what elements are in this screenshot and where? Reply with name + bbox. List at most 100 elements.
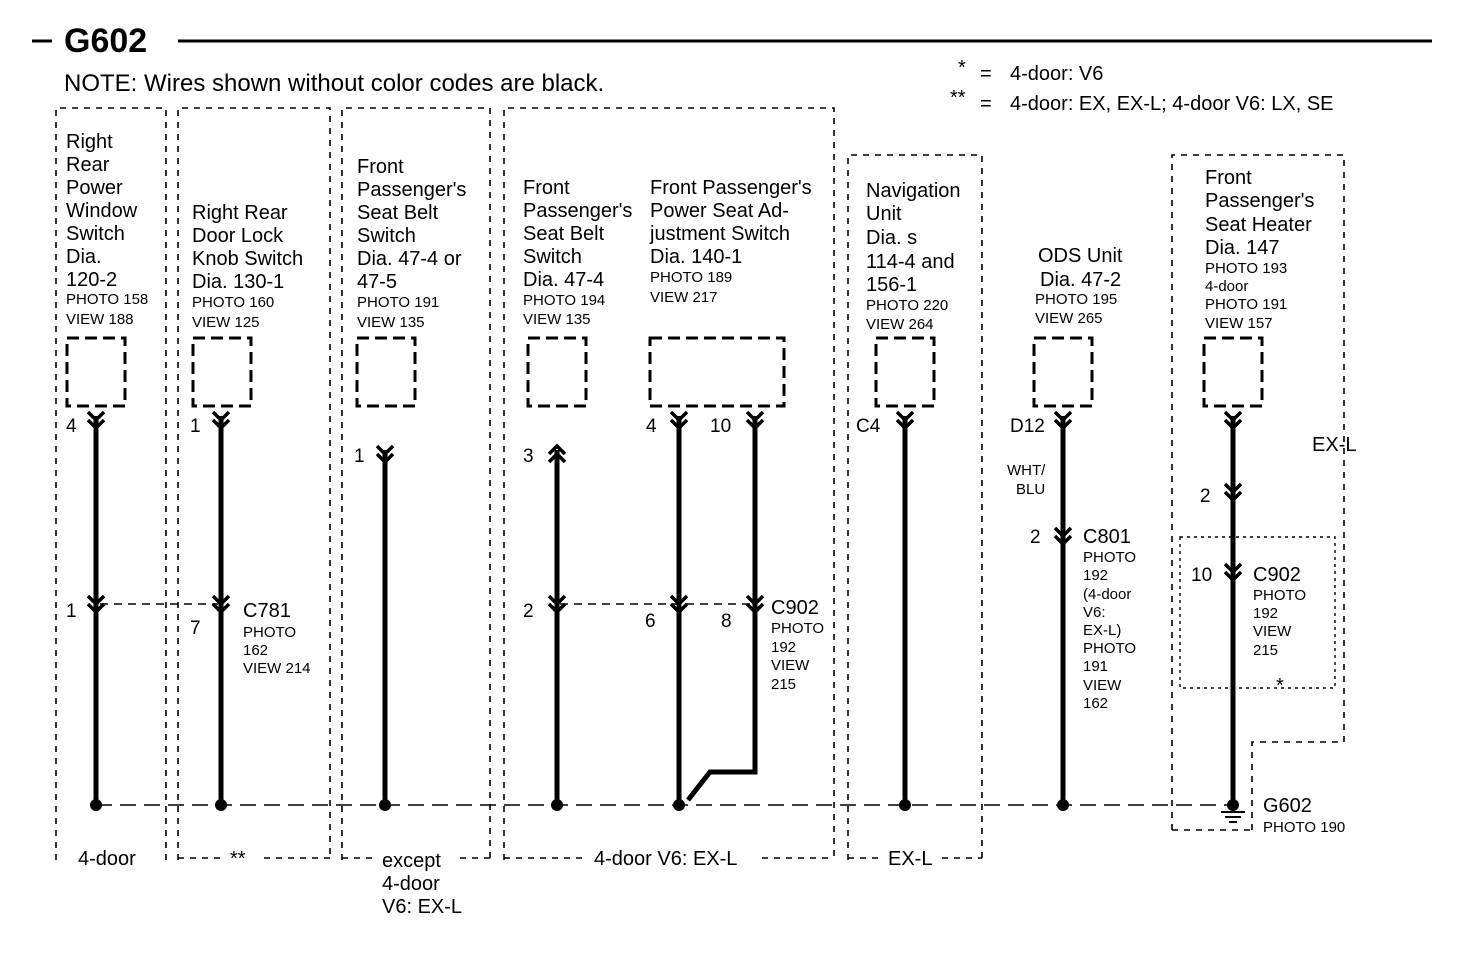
footer-label: 4-door (382, 873, 440, 895)
svg-text:WHT/ BLU: WHT/ BLU (1007, 462, 1050, 498)
connector-info: 215 (771, 676, 796, 693)
component-label: Seat Belt (523, 223, 605, 245)
connector-c801: C801 PHOTO 192 (4-door V6: EX-L) PHOTO 1… (1083, 526, 1136, 712)
svg-text:Right Rear Power: Right Rear Power Window Switch Dia. 120-… (66, 131, 143, 291)
component-note: 4-door (1205, 278, 1248, 295)
connector-info: VIEW (1083, 677, 1122, 694)
svg-text:PHOTO 191 VIEW 135: PHOTO 191 VIEW 135 (357, 294, 443, 331)
footer-label: V6: EX-L (382, 896, 462, 918)
component-label: ODS Unit (1038, 245, 1123, 267)
legend-eq: = (980, 93, 992, 115)
component-photo: PHOTO 220 (866, 297, 948, 314)
legend-mark: ** (950, 87, 966, 109)
component-label: 47-5 (357, 271, 397, 293)
connector-info: 192 (771, 639, 796, 656)
wires (93, 416, 1236, 802)
connector-info: PHOTO (1253, 587, 1306, 604)
connector-c781: C781 PHOTO 162 VIEW 214 (243, 600, 311, 677)
component-view: VIEW 135 (523, 311, 591, 328)
footer-label: EX-L (888, 848, 932, 870)
component-label: Knob Switch (192, 248, 303, 270)
component-label: 120-2 (66, 269, 117, 291)
svg-text:PHOTO 158 VIEW 188: PHOTO 158 VIEW 188 (66, 291, 152, 328)
component-photo: PHOTO 160 (192, 294, 274, 311)
component-label: Switch (66, 223, 125, 245)
component-label: Power Seat Ad- (650, 200, 789, 222)
connector-box (355, 336, 417, 408)
component-view: VIEW 125 (192, 314, 260, 331)
title-block: G602 (32, 22, 1432, 60)
pin-number: D12 (1010, 416, 1045, 437)
svg-text:PHOTO 192 VIEW: PHOTO 192 VIEW 215 (1253, 587, 1310, 659)
legend-text: 4-door: EX, EX-L; 4-door V6: LX, SE (1010, 93, 1334, 115)
component-view: VIEW 135 (357, 314, 425, 331)
region-4door (55, 107, 167, 860)
svg-text:Front Passenger's: Front Passenger's Seat Belt Switch Dia. … (357, 156, 472, 293)
component-fp-seatbelt-a: Front Passenger's Seat Belt Switch Dia. … (357, 156, 472, 331)
ground-g602: G602 PHOTO 190 (1263, 795, 1345, 836)
component-photo: PHOTO 193 (1205, 260, 1287, 277)
component-label: Front (523, 177, 570, 199)
component-label: 156-1 (866, 274, 917, 296)
region-label-exl: EX-L (1312, 434, 1356, 456)
connector-info: PHOTO (243, 624, 296, 641)
component-label: Unit (866, 203, 902, 225)
connector-c902: C902 PHOTO 192 VIEW 215 (771, 597, 824, 693)
region-doubled-star (177, 107, 331, 860)
component-photo: PHOTO 191 (357, 294, 439, 311)
pin-number: 1 (354, 446, 365, 467)
connector-box (1202, 336, 1264, 408)
component-label: Passenger's (523, 200, 632, 222)
component-navigation-unit: Navigation Unit Dia. s 114-4 and 156-1 P… (866, 180, 961, 333)
connector-info: 191 (1083, 658, 1108, 675)
connector-name: C902 (1253, 564, 1301, 586)
component-photo: PHOTO 195 (1035, 291, 1117, 308)
svg-text:Front Passenger's: Front Passenger's Seat Heater Dia. 147 (1205, 167, 1320, 259)
component-view: VIEW 264 (866, 316, 934, 333)
legend-text: 4-door: V6 (1010, 63, 1103, 85)
region-v6-exl (503, 107, 835, 860)
pin-number: 7 (190, 618, 201, 639)
component-view: VIEW 217 (650, 289, 718, 306)
note-text: NOTE: Wires shown without color codes ar… (64, 70, 604, 97)
pin-number: 2 (1030, 527, 1041, 548)
component-label: Switch (523, 246, 582, 268)
svg-text:PHOTO 189 VIEW 217: PHOTO 189 VIEW 217 (650, 269, 736, 306)
connector-info: EX-L) (1083, 622, 1121, 639)
connector-box (648, 336, 786, 408)
pin-number: 10 (710, 416, 731, 437)
pin-numbers: 4 1 1 7 1 3 2 4 10 6 8 C4 D12 2 2 10 (66, 416, 1212, 639)
connector-info: 192 (1083, 567, 1108, 584)
connector-name: C781 (243, 600, 291, 622)
option-regions (55, 107, 1345, 860)
connector-box (874, 336, 936, 408)
component-label: Right (66, 131, 113, 153)
footer-label: except (382, 850, 441, 872)
footer-label: 4-door V6: EX-L (594, 848, 737, 870)
pin-number: 6 (645, 611, 656, 632)
component-rr-window-switch: Right Rear Power Window Switch Dia. 120-… (66, 131, 152, 328)
pin-number: 1 (66, 601, 77, 622)
diagram-title: G602 (64, 22, 147, 60)
component-label: Passenger's (357, 179, 466, 201)
connector-info: 162 (1083, 695, 1108, 712)
connector-info: VIEW (771, 657, 810, 674)
connector-box (526, 336, 588, 408)
component-symbols (65, 336, 1264, 408)
connector-info: PHOTO (1083, 640, 1136, 657)
component-fp-power-seat-switch: Front Passenger's Power Seat Ad- justmen… (649, 177, 812, 306)
component-label: 114-4 and (866, 251, 955, 273)
component-view: VIEW 265 (1035, 310, 1103, 327)
component-label: Window (66, 200, 138, 222)
component-label: Seat Heater (1205, 214, 1312, 236)
pin-number: 8 (721, 611, 732, 632)
component-label: Dia. 47-4 (523, 269, 604, 291)
connector-info: VIEW 214 (243, 660, 311, 677)
svg-text:PHOTO 194 VIEW 135: PHOTO 194 VIEW 135 (523, 292, 609, 328)
component-view: VIEW 157 (1205, 315, 1273, 332)
connector-info: 215 (1253, 642, 1278, 659)
component-label: Switch (357, 225, 416, 247)
component-label: Power (66, 177, 123, 199)
region-except-v6-exl (341, 107, 491, 860)
